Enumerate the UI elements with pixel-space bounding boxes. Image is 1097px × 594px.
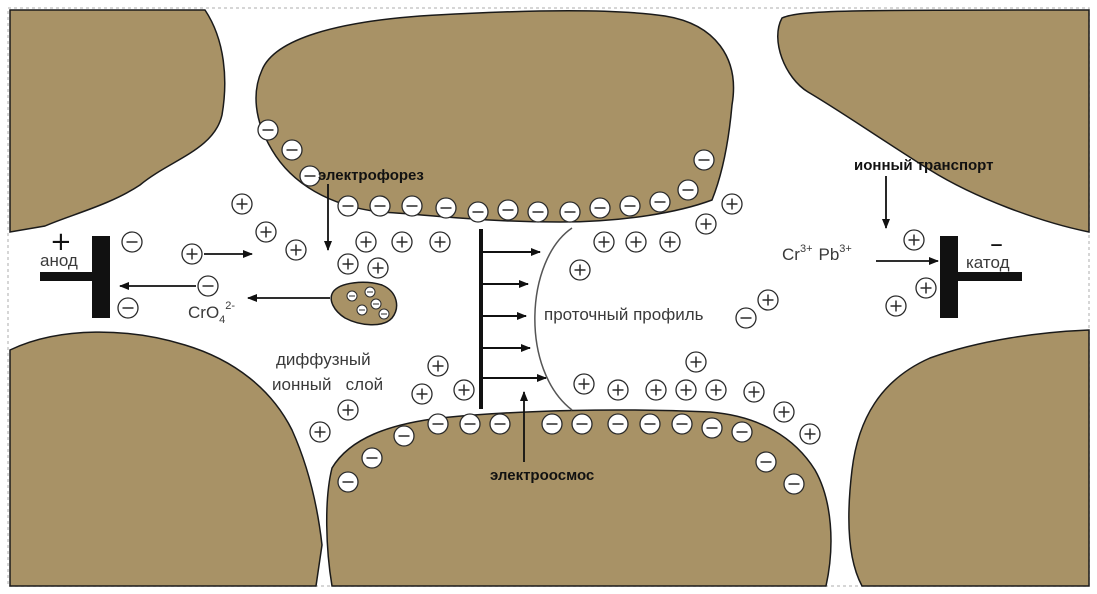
minus-circle-icon [459,413,481,435]
metal-cations-label: Cr3+Pb3+ [782,243,852,264]
minus-circle-icon [121,231,143,253]
plus-circle-icon [695,213,717,235]
particle-top-right [777,9,1090,233]
plus-circle-icon [885,295,907,317]
plus-circle-icon [429,231,451,253]
cathode-label: катод [966,253,1010,272]
plus-circle-icon [453,379,475,401]
minus-circle-icon [427,413,449,435]
plus-circle-icon [181,243,203,265]
minus-circle-icon [467,201,489,223]
minus-circle-icon [693,149,715,171]
minus-circle-icon [378,308,390,320]
plus-circle-icon [903,229,925,251]
plus-circle-icon [231,193,253,215]
transport-arrows [119,176,939,462]
plus-circle-icon [675,379,697,401]
minus-circle-icon [299,165,321,187]
minus-circle-icon [401,195,423,217]
plus-circle-icon [355,231,377,253]
minus-circle-icon [489,413,511,435]
minus-circle-icon [435,197,457,219]
chromate-label: CrO42- [188,300,235,326]
minus-circle-icon [671,413,693,435]
flow-profile-curve [534,227,573,411]
diffuse-layer-label-2: ионный слой [272,375,383,394]
plus-circle-icon [685,351,707,373]
plus-circle-icon [569,259,591,281]
plus-circle-icon [573,373,595,395]
minus-circle-icon [337,471,359,493]
diagram-frame [7,7,1090,587]
plus-circle-icon [427,355,449,377]
plus-circle-icon [721,193,743,215]
plus-circle-icon [799,423,821,445]
particle-bottom-left [9,331,323,587]
minus-circle-icon [541,413,563,435]
plus-circle-icon [607,379,629,401]
minus-circle-icon [649,191,671,213]
cathode-sign: – [990,229,1003,259]
plus-circle-icon [285,239,307,261]
minus-circle-icon [735,307,757,329]
ion-transport-label: ионный транспорт [854,157,994,174]
minus-circle-icon [619,195,641,217]
plus-circle-icon [915,277,937,299]
minus-circle-icon [369,195,391,217]
plus-circle-icon [411,383,433,405]
plus-circle-icon [337,253,359,275]
plus-circle-icon [337,399,359,421]
minus-circle-icon [117,297,139,319]
minus-circle-icon [639,413,661,435]
minus-circle-icon [571,413,593,435]
plus-circle-icon [773,401,795,423]
minus-circle-icon [783,473,805,495]
ions-layer [117,119,937,495]
minus-circle-icon [361,447,383,469]
minus-circle-icon [731,421,753,443]
electrophoresis-label: электрофорез [318,167,424,184]
plus-circle-icon [659,231,681,253]
minus-circle-icon [257,119,279,141]
plus-circle-icon [593,231,615,253]
plus-circle-icon [645,379,667,401]
particle-top-center [255,9,735,223]
minus-circle-icon [497,199,519,221]
minus-circle-icon [393,425,415,447]
minus-circle-icon [346,290,358,302]
anode-electrode [40,236,110,318]
plus-circle-icon [391,231,413,253]
anode-sign: + [50,227,72,257]
minus-circle-icon [755,451,777,473]
particle-bottom-right [848,329,1090,587]
diffuse-layer-label-1: диффузный [276,350,371,369]
electroosmosis-label: электроосмос [490,467,594,484]
plus-circle-icon [705,379,727,401]
plus-circle-icon [367,257,389,279]
minus-circle-icon [589,197,611,219]
flow-profile-label: проточный профиль [544,305,704,324]
plus-circle-icon [743,381,765,403]
minus-circle-icon [197,275,219,297]
minus-circle-icon [607,413,629,435]
minus-circle-icon [281,139,303,161]
minus-circle-icon [527,201,549,223]
flow-profile-arrows [483,248,547,382]
anode-label: анод [40,251,78,270]
minus-circle-icon [337,195,359,217]
plus-circle-icon [255,221,277,243]
minus-circle-icon [356,304,368,316]
plus-circle-icon [309,421,331,443]
minus-circle-icon [701,417,723,439]
plus-circle-icon [757,289,779,311]
minus-circle-icon [364,286,376,298]
plus-circle-icon [625,231,647,253]
particle-top-left [9,9,226,233]
minus-circle-icon [677,179,699,201]
minus-circle-icon [559,201,581,223]
cathode-electrode [940,236,1022,318]
minus-circle-icon [370,298,382,310]
